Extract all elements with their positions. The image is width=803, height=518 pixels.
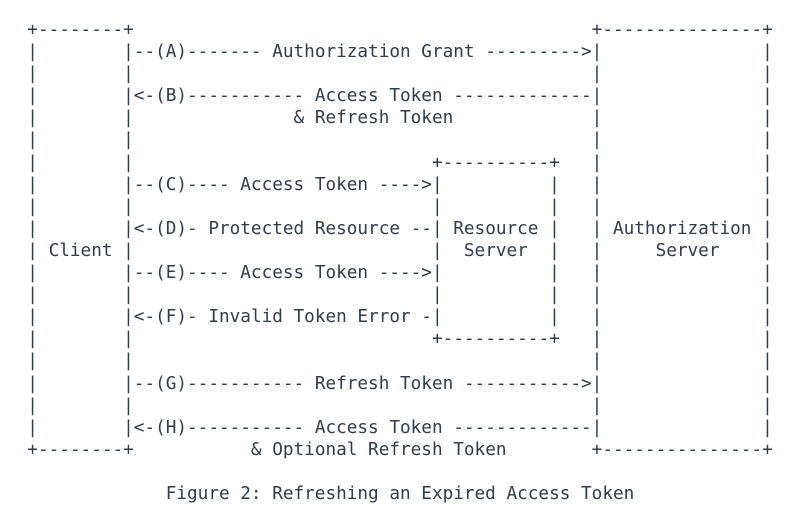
diagram-line-spacer-4: | | | | | | (6, 285, 773, 306)
diagram-line-step-f: | |<-(F)- Invalid Token Error -| | | | (6, 307, 773, 328)
oauth-refresh-flow-ascii-diagram: +--------+ +---------------+ | |--(A)---… (6, 19, 803, 461)
diagram-line-step-b-cont: | | & Refresh Token | | (6, 108, 773, 129)
diagram-line-spacer-6: | | | | (6, 395, 773, 416)
diagram-line-spacer-2: | | | | (6, 130, 773, 151)
diagram-line-step-b: | |<-(B)----------- Access Token -------… (6, 86, 773, 107)
diagram-line-spacer-3: | | | | | | (6, 196, 773, 217)
diagram-line-spacer-5: | | | | (6, 351, 773, 372)
diagram-line-step-c: | |--(C)---- Access Token ---->| | | | (6, 174, 773, 195)
rfc-figure-page: +--------+ +---------------+ | |--(A)---… (6, 19, 803, 504)
diagram-line-step-g: | |--(G)----------- Refresh Token ------… (6, 373, 773, 394)
diagram-line-resource-box-top: | | +----------+ | | (6, 152, 773, 173)
diagram-line-client-server-labels: | Client | | Server | | Server | (6, 240, 773, 261)
diagram-line-step-d-resource-label: | |<-(D)- Protected Resource --| Resourc… (6, 218, 773, 239)
diagram-line-step-e: | |--(E)---- Access Token ---->| | | | (6, 263, 773, 284)
diagram-line-resource-box-bottom: | | +----------+ | | (6, 329, 773, 350)
figure-caption: Figure 2: Refreshing an Expired Access T… (165, 483, 635, 504)
diagram-line-top-borders: +--------+ +---------------+ (6, 20, 773, 40)
diagram-line-bottom-borders: +--------+ & Optional Refresh Token +---… (6, 439, 773, 460)
diagram-line-step-a: | |--(A)------- Authorization Grant ----… (6, 42, 773, 63)
diagram-line-spacer-1: | | | | (6, 64, 773, 85)
diagram-line-step-h: | |<-(H)----------- Access Token -------… (6, 417, 773, 438)
